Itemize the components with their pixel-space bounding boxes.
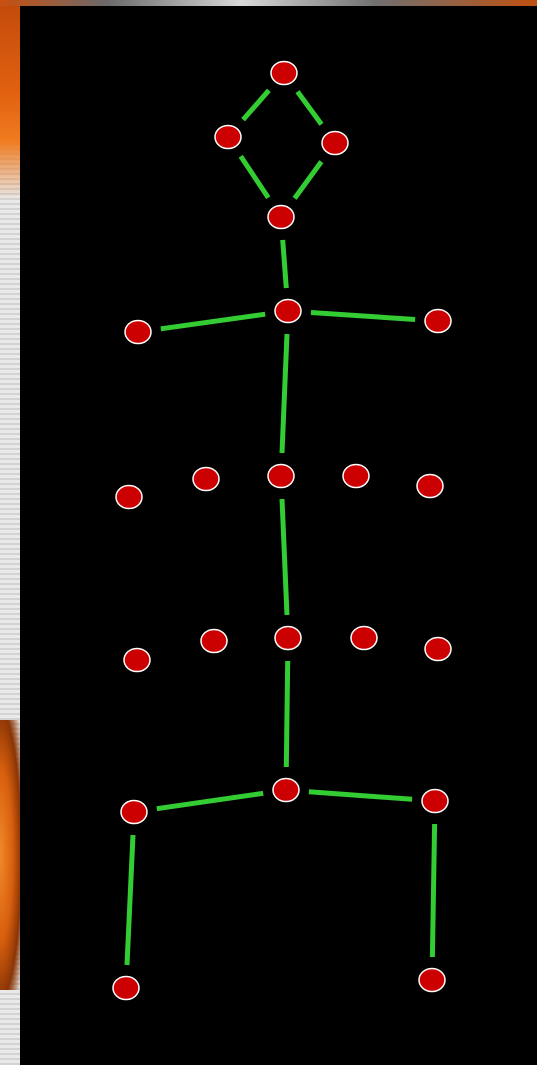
node-waist-center — [275, 627, 301, 650]
frame-accent-top — [0, 0, 20, 200]
skeleton-diagram — [20, 6, 537, 1065]
node-shoulder-left — [125, 321, 151, 344]
node-chest-center — [268, 465, 294, 488]
node-head-right — [322, 132, 348, 155]
node-chest-left-inner — [193, 468, 219, 491]
edge-head-bottom-to-shoulder-center — [283, 240, 287, 288]
node-waist-right-outer — [425, 638, 451, 661]
edge-waist-center-to-hip-center — [286, 661, 287, 767]
node-head-left — [215, 126, 241, 149]
node-waist-left-outer — [124, 649, 150, 672]
node-hip-right — [422, 790, 448, 813]
edge-head-left-to-head-bottom — [241, 156, 269, 198]
node-chest-right-outer — [417, 475, 443, 498]
edge-hip-center-to-hip-right — [309, 792, 412, 800]
node-waist-left-inner — [201, 630, 227, 653]
diagram-canvas — [20, 6, 537, 1065]
edge-head-top-to-head-right — [298, 92, 322, 125]
node-chest-left-outer — [116, 486, 142, 509]
node-foot-right — [419, 969, 445, 992]
node-chest-right-inner — [343, 465, 369, 488]
node-shoulder-right — [425, 310, 451, 333]
node-hip-left — [121, 801, 147, 824]
node-foot-left — [113, 977, 139, 1000]
node-waist-right-inner — [351, 627, 377, 650]
node-hip-center — [273, 779, 299, 802]
edge-chest-center-to-waist-center — [282, 499, 287, 615]
edge-hip-left-to-foot-left — [127, 835, 133, 965]
edge-head-top-to-head-left — [243, 90, 269, 119]
edge-hip-center-to-hip-left — [157, 793, 263, 808]
node-head-bottom — [268, 206, 294, 229]
edge-hip-right-to-foot-right — [432, 824, 434, 957]
edge-head-right-to-head-bottom — [295, 162, 322, 199]
edge-shoulder-center-to-chest-center — [282, 334, 287, 453]
edge-shoulder-center-to-shoulder-left — [161, 314, 265, 329]
frame-accent-middle — [0, 720, 20, 990]
node-shoulder-center — [275, 300, 301, 323]
node-head-top — [271, 62, 297, 85]
edge-shoulder-center-to-shoulder-right — [311, 313, 415, 320]
